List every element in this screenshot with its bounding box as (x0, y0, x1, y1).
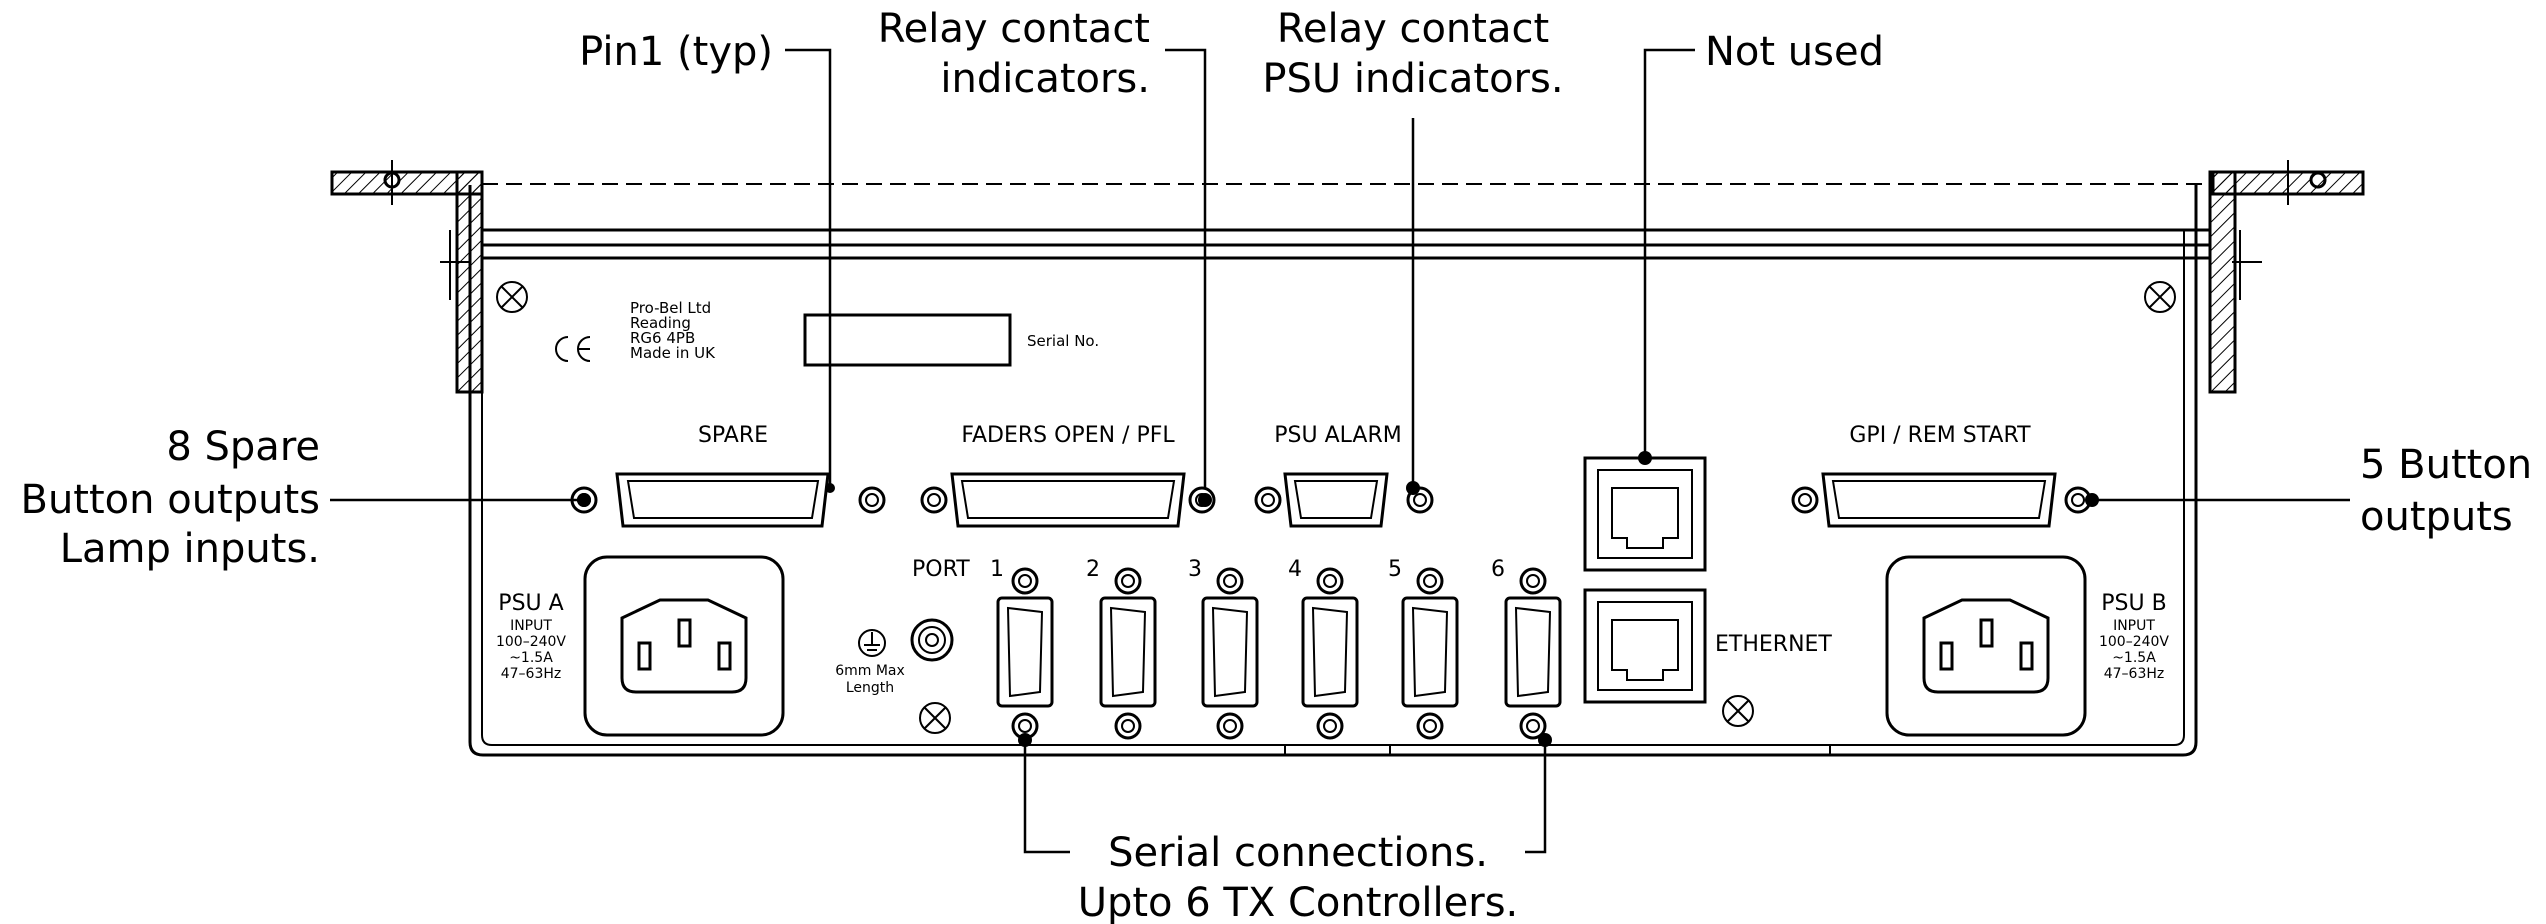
spare-connector[interactable] (570, 472, 886, 528)
psu-b-line: 47–63Hz (2104, 666, 2165, 682)
panel-outline (468, 185, 2198, 757)
serial-no-label: Serial No. (1027, 332, 1099, 350)
port-numbers: 2 3 4 5 6 1 (990, 557, 1505, 582)
serial-ports (996, 567, 1562, 740)
psu-a-line: ~1.5A (509, 650, 553, 666)
callout-pin1: Pin1 (typ) (579, 29, 773, 75)
callout-five-button-l1: 5 Button (2360, 442, 2532, 488)
callout-relay-indicators-l1: Relay contact (878, 6, 1150, 52)
rj45-not-used-socket[interactable] (1583, 456, 1707, 572)
serial-port-1[interactable] (996, 567, 1054, 740)
psu-b-line: 100–240V (2099, 634, 2169, 650)
port-number: 5 (1388, 557, 1402, 582)
callout-leaders (330, 48, 2350, 854)
serial-port-5[interactable] (1401, 567, 1459, 740)
serial-number-box (803, 313, 1012, 367)
serial-port-2[interactable] (1099, 567, 1157, 740)
earth-note-l2: Length (846, 680, 894, 696)
gpi-rem-start-connector[interactable] (1791, 472, 2092, 528)
callout-five-button-l2: outputs (2360, 494, 2513, 540)
ethernet-label: ETHERNET (1715, 632, 1832, 657)
psu-b-line: INPUT (2113, 618, 2155, 634)
screw-icon (2144, 281, 2176, 313)
leader-dots (577, 451, 2099, 747)
serial-port-4[interactable] (1301, 567, 1359, 740)
callout-relay-psu-l2: PSU indicators. (1262, 56, 1563, 102)
callout-spare-l3: Lamp inputs. (60, 526, 320, 572)
ethernet-socket[interactable] (1583, 588, 1707, 704)
port-number: 2 (1086, 557, 1100, 582)
earth-stud[interactable] (910, 618, 954, 662)
faders-open-pfl-connector[interactable] (920, 472, 1216, 528)
screw-icon (496, 281, 528, 313)
left-flange (330, 160, 484, 394)
port-number: 6 (1491, 557, 1505, 582)
maker-line-2: Reading (630, 314, 691, 332)
psu-a-line: 100–240V (496, 634, 566, 650)
psu-a-power-inlet[interactable] (583, 555, 785, 737)
maker-line-4: Made in UK (630, 344, 716, 362)
ce-mark-icon (555, 336, 591, 362)
serial-port-3[interactable] (1201, 567, 1259, 740)
callout-spare-l2: Button outputs (21, 477, 320, 523)
psu-b-power-inlet[interactable] (1885, 555, 2087, 737)
right-flange (2208, 160, 2365, 394)
gpi-label: GPI / REM START (1849, 423, 2031, 448)
serial-port-6[interactable] (1504, 567, 1562, 740)
psu-alarm-connector[interactable] (1254, 472, 1434, 528)
psu-a-title: PSU A (498, 591, 563, 616)
port-number: 1 (990, 557, 1004, 582)
earth-note-l1: 6mm Max (835, 663, 905, 679)
earth-ground-icon (858, 629, 886, 657)
maker-line-1: Pro-Bel Ltd (630, 299, 711, 317)
callout-serial-l1: Serial connections. (1108, 830, 1488, 876)
callout-relay-psu-l1: Relay contact (1277, 6, 1549, 52)
callout-spare-l1: 8 Spare (166, 424, 320, 470)
psu-a-line: 47–63Hz (501, 666, 562, 682)
spare-label: SPARE (698, 423, 768, 448)
screw-icon (919, 702, 951, 734)
port-number: 4 (1288, 557, 1302, 582)
screw-icon (1722, 695, 1754, 727)
maker-line-3: RG6 4PB (630, 329, 695, 347)
psu-a-line: INPUT (510, 618, 552, 634)
port-label: PORT (912, 557, 970, 582)
psu-b-line: ~1.5A (2112, 650, 2156, 666)
callout-relay-indicators-l2: indicators. (940, 56, 1150, 102)
port-number: 3 (1188, 557, 1202, 582)
psu-b-title: PSU B (2101, 591, 2166, 616)
callout-serial-l2: Upto 6 TX Controllers. (1078, 880, 1519, 924)
faders-label: FADERS OPEN / PFL (961, 423, 1175, 448)
callout-not-used: Not used (1705, 29, 1884, 75)
psu-alarm-label: PSU ALARM (1274, 423, 1401, 448)
